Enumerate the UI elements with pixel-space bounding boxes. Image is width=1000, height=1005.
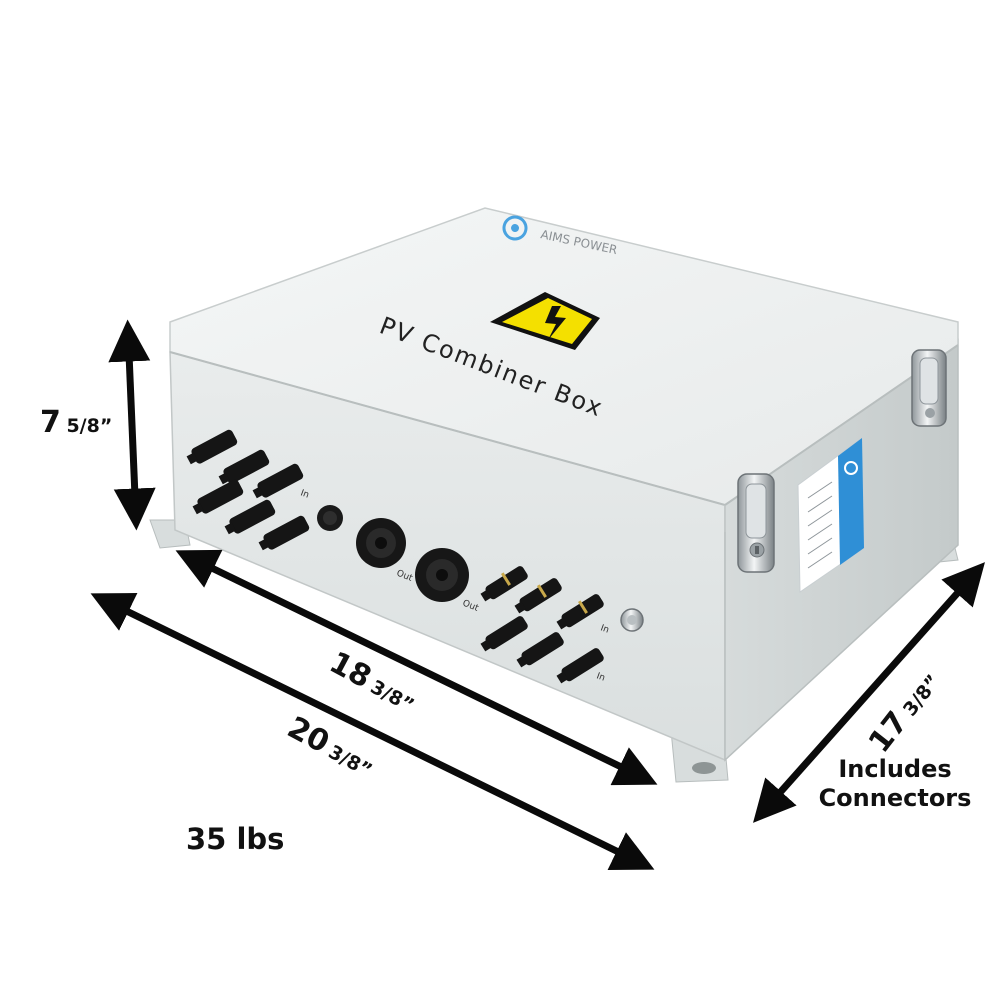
includes-line-2: Connectors: [818, 784, 972, 812]
aims-logo-icon: [502, 215, 528, 241]
latch-upper: [911, 349, 947, 427]
high-voltage-warning-icon: [490, 292, 600, 350]
height-fraction: 5/8”: [66, 415, 113, 437]
dimension-arrows: [90, 319, 985, 871]
height-dimension: 7 5/8”: [40, 405, 112, 440]
includes-connectors-note: Includes Connectors: [810, 755, 980, 813]
weight-label: 35 lbs: [186, 822, 285, 856]
height-whole: 7: [40, 405, 61, 440]
spec-label: [797, 437, 865, 593]
input-connectors-left: [186, 429, 310, 551]
height-arrow: [108, 319, 156, 531]
ground-terminal: [620, 608, 644, 632]
latch-lower: [737, 473, 775, 573]
outer-width-arrow: [90, 592, 655, 871]
in-label-left: In: [299, 488, 310, 500]
depth-arrow: [753, 562, 985, 823]
includes-line-1: Includes: [838, 755, 952, 783]
